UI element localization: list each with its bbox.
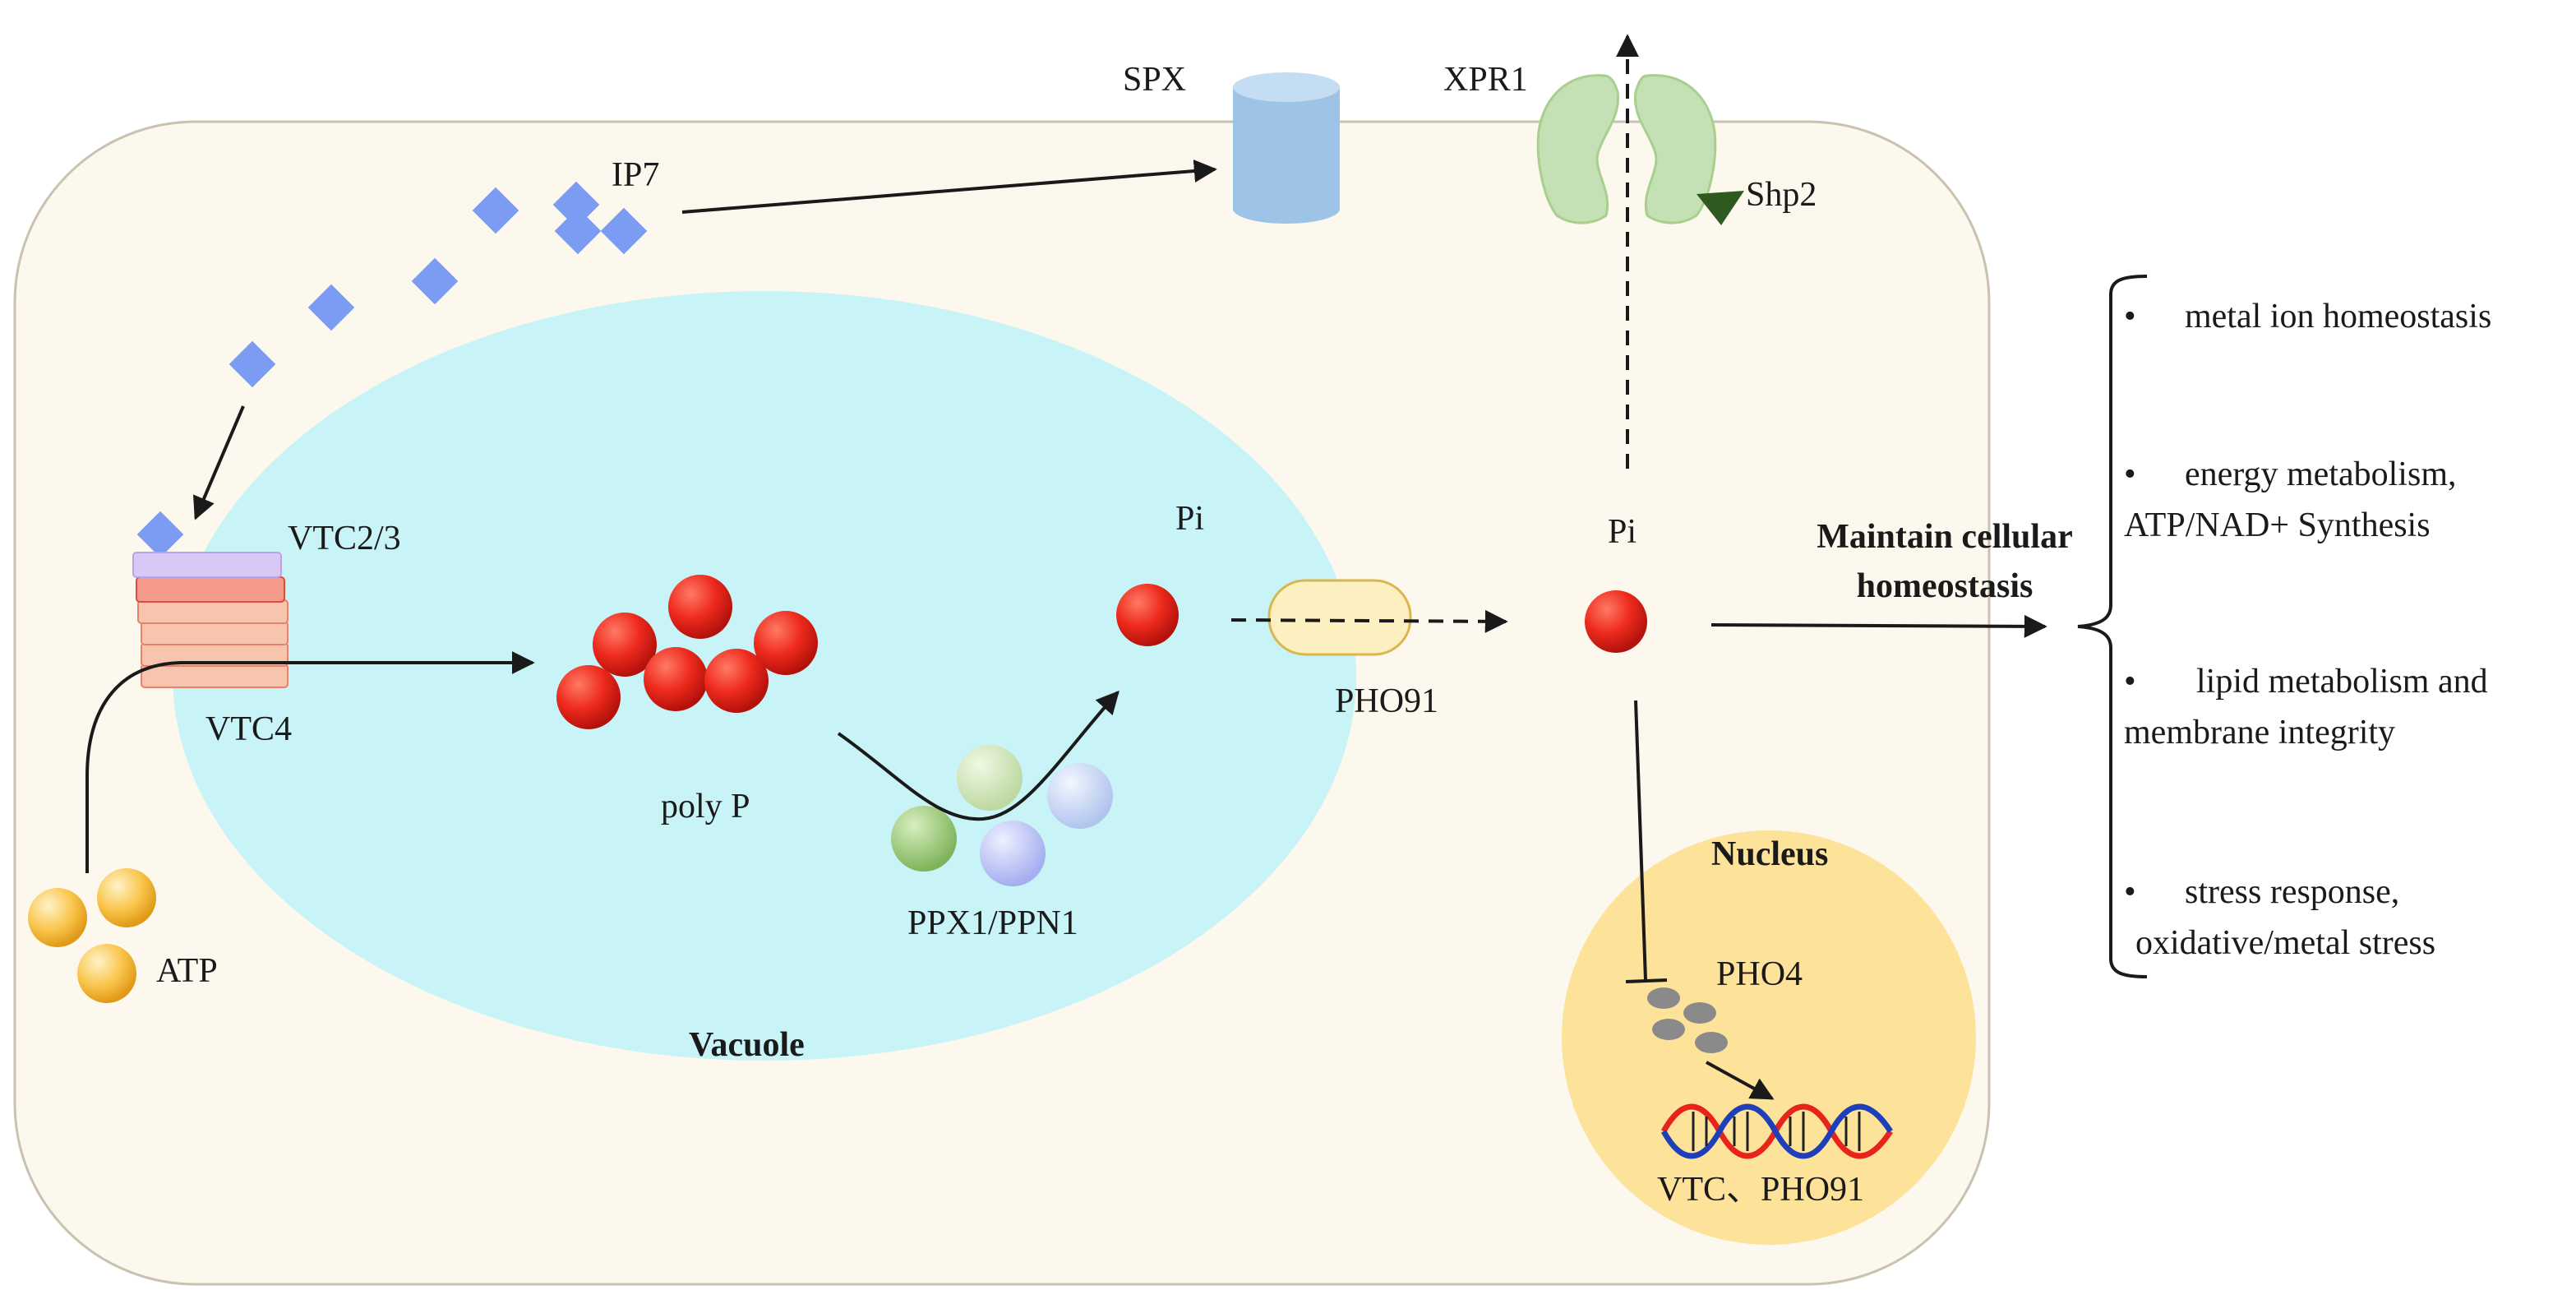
- enzyme-sphere: [1047, 763, 1113, 829]
- pho4-dot: [1695, 1032, 1728, 1053]
- atp-sphere: [77, 944, 136, 1003]
- polyp-sphere: [556, 665, 621, 729]
- pho4-to-dna-arrow: [1706, 1061, 1775, 1100]
- outcome-bullet: •: [2124, 873, 2136, 911]
- polyp-to-pi-arrow: [837, 690, 1119, 821]
- xpr1-transporter-icon: [1536, 74, 1717, 224]
- ppx1-ppn1-enzyme-icon: [891, 745, 1113, 886]
- label-vtc23: VTC2/3: [288, 520, 401, 557]
- outcome-text: metal ion homeostasis: [2185, 298, 2491, 335]
- label-target-genes: VTC、PHO91: [1657, 1171, 1864, 1209]
- nucleus: [1562, 830, 1976, 1245]
- spx-receptor-icon: [1233, 72, 1340, 224]
- shp2-triangle-icon: [1697, 191, 1744, 225]
- pho4-dot: [1647, 987, 1680, 1009]
- outcomes-bracket: [2077, 275, 2148, 978]
- label-polyp: poly P: [661, 788, 750, 825]
- label-ip7: IP7: [612, 156, 659, 194]
- pi-inhibits-pho4-line: [1634, 700, 1647, 981]
- label-atp: ATP: [156, 952, 218, 990]
- label-nucleus: Nucleus: [1711, 835, 1828, 873]
- pho4-protein-icon: [1647, 987, 1728, 1053]
- outcome-item: • stress response, oxidative/metal stres…: [2124, 873, 2435, 962]
- label-xpr1: XPR1: [1443, 61, 1528, 99]
- polyp-cluster-icon: [556, 575, 818, 729]
- pho4-dot: [1652, 1019, 1685, 1040]
- label-ppx1-ppn1: PPX1/PPN1: [907, 904, 1078, 942]
- enzyme-sphere: [891, 806, 957, 872]
- label-spx: SPX: [1123, 61, 1186, 99]
- ip7-to-spx-arrow: [681, 160, 1217, 214]
- outcome-bullet: •: [2124, 455, 2136, 493]
- polyp-sphere: [668, 575, 732, 639]
- polyp-sphere: [593, 613, 657, 677]
- label-pi-cytosol: Pi: [1608, 513, 1637, 551]
- outcome-item: • lipid metabolism and membrane integrit…: [2124, 663, 2488, 751]
- outcome-text: energy metabolism,: [2185, 455, 2456, 493]
- outcome-text: membrane integrity: [2124, 714, 2395, 751]
- pho91-channel-icon: [1267, 579, 1412, 656]
- label-maintain-line1: Maintain cellular: [1817, 518, 2072, 556]
- pho4-dot: [1683, 1002, 1716, 1024]
- vtc-complex-icon: [132, 552, 289, 688]
- label-pho4: PHO4: [1716, 955, 1803, 993]
- pi-vacuole-sphere: [1116, 584, 1179, 646]
- outcome-text: lipid metabolism and: [2196, 663, 2488, 701]
- outcome-text: oxidative/metal stress: [2135, 924, 2435, 962]
- label-maintain-line2: homeostasis: [1857, 567, 2034, 605]
- outcome-item: • energy metabolism, ATP/NAD+ Synthesis: [2124, 455, 2456, 544]
- enzyme-sphere: [980, 821, 1046, 886]
- outcome-text: ATP/NAD+ Synthesis: [2124, 506, 2431, 544]
- pathway-arrows: [85, 34, 2047, 1100]
- atp-sphere: [28, 888, 87, 947]
- outcome-item: • metal ion homeostasis: [2124, 298, 2491, 335]
- pi-cytosol-sphere: [1585, 590, 1647, 653]
- atp-to-polyp-arrow: [85, 651, 535, 873]
- inhibition-bar: [1625, 978, 1668, 983]
- label-shp2: Shp2: [1746, 176, 1817, 214]
- enzyme-sphere: [957, 745, 1023, 811]
- label-vacuole: Vacuole: [689, 1026, 805, 1064]
- polyp-sphere: [644, 647, 708, 711]
- label-pi-vacuole: Pi: [1175, 500, 1204, 538]
- ip7-to-vtc-arrow: [193, 405, 245, 520]
- polyp-sphere: [704, 649, 769, 713]
- label-pho91: PHO91: [1335, 682, 1438, 720]
- outcome-bullet: •: [2124, 663, 2136, 701]
- pi-export-arrow: [1230, 609, 1508, 633]
- polyp-sphere: [754, 611, 818, 675]
- outcomes-list: • metal ion homeostasis • energy metabol…: [2124, 298, 2491, 962]
- atp-molecules-icon: [28, 868, 156, 1003]
- atp-sphere: [97, 868, 156, 927]
- dna-helix-icon: [1660, 1103, 1893, 1159]
- outcome-text: stress response,: [2185, 873, 2399, 911]
- label-vtc4: VTC4: [205, 710, 292, 748]
- outcome-bullet: •: [2124, 298, 2136, 335]
- pi-to-outcomes-arrow: [1710, 614, 2047, 638]
